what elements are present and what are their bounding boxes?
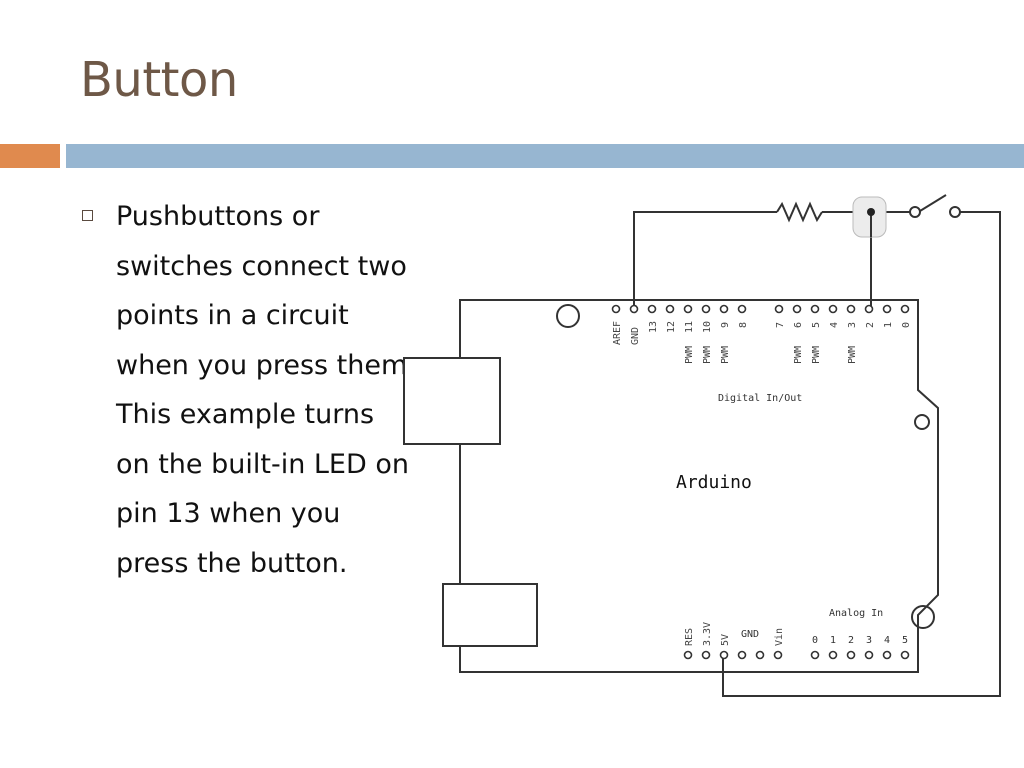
pin-hole — [719, 650, 729, 660]
power-pin-label: RES — [684, 628, 695, 646]
mounting-hole — [911, 605, 935, 629]
pin-label: AREF — [612, 321, 623, 345]
wire-gnd-to-resistor — [633, 211, 777, 308]
pin-label: 2 — [865, 322, 876, 328]
junction-highlight — [852, 196, 887, 238]
pin-label: 12 — [666, 321, 677, 333]
junction-dot — [867, 208, 875, 216]
pin-hole — [882, 650, 892, 660]
pin-hole — [701, 304, 711, 314]
pin-hole — [828, 304, 838, 314]
pin-hole — [882, 304, 892, 314]
pin-hole — [719, 304, 729, 314]
power-gnd-label: GND — [741, 629, 759, 640]
pwm-label: PWM — [684, 346, 695, 364]
resistor — [776, 201, 823, 223]
accent-bar-orange — [0, 144, 60, 168]
pin-label: GND — [630, 327, 641, 345]
arduino-button-circuit-diagram: AREF GND 13 12 11 10 9 8 7 6 5 4 3 2 1 0… — [403, 194, 1001, 697]
analog-pin-label: 4 — [884, 635, 890, 646]
pwm-label: PWM — [847, 346, 858, 364]
pin-hole — [900, 650, 910, 660]
switch-lever — [919, 194, 947, 212]
board-label: Arduino — [676, 472, 752, 493]
pwm-label: PWM — [811, 346, 822, 364]
pin-hole — [864, 304, 874, 314]
pwm-label: PWM — [720, 346, 731, 364]
power-pin-label: Vin — [774, 628, 785, 646]
pin-hole — [900, 304, 910, 314]
pin-hole — [846, 650, 856, 660]
pin-hole — [737, 304, 747, 314]
analog-header-label: Analog In — [829, 608, 883, 619]
wire-switch-to-5v — [722, 211, 1001, 697]
analog-pin-label: 0 — [812, 635, 818, 646]
pin-hole — [846, 304, 856, 314]
pin-label: 11 — [684, 321, 695, 333]
pwm-label: PWM — [702, 346, 713, 364]
pin-hole — [810, 304, 820, 314]
pin-hole — [755, 650, 765, 660]
pin-hole — [647, 304, 657, 314]
digital-header-label: Digital In/Out — [718, 393, 802, 404]
pin-label: 8 — [738, 322, 749, 328]
pin-hole — [737, 650, 747, 660]
power-pin-label: 5V — [720, 634, 731, 646]
pin-label: 7 — [775, 322, 786, 328]
analog-pin-label: 2 — [848, 635, 854, 646]
board-outline — [459, 299, 939, 673]
pin-hole — [665, 304, 675, 314]
power-jack — [442, 583, 538, 647]
pwm-label: PWM — [793, 346, 804, 364]
analog-pin-label: 3 — [866, 635, 872, 646]
pin-hole — [792, 304, 802, 314]
usb-connector — [403, 357, 501, 445]
pin-hole — [683, 650, 693, 660]
pin-label: 0 — [901, 322, 912, 328]
pin-label: 6 — [793, 322, 804, 328]
bullet-text: Pushbuttons or switches connect two poin… — [116, 201, 416, 579]
mounting-hole — [556, 304, 580, 328]
bullet-square-icon — [82, 210, 93, 221]
pin-label: 3 — [847, 322, 858, 328]
pin-label: 10 — [702, 321, 713, 333]
pin-hole — [629, 304, 639, 314]
pin-hole — [864, 650, 874, 660]
analog-pin-label: 5 — [902, 635, 908, 646]
analog-pin-label: 1 — [830, 635, 836, 646]
accent-bar-blue — [66, 144, 1024, 168]
pin-label: 5 — [811, 322, 822, 328]
pin-label: 1 — [883, 322, 894, 328]
mounting-hole — [914, 414, 930, 430]
pin-hole — [701, 650, 711, 660]
switch-contact — [949, 206, 961, 218]
pin-label: 13 — [648, 321, 659, 333]
switch-contact — [909, 206, 921, 218]
slide-title: Button — [80, 52, 238, 108]
pin-hole — [828, 650, 838, 660]
power-pin-label: 3.3V — [702, 622, 713, 646]
pin-label: 4 — [829, 322, 840, 328]
pin-hole — [773, 650, 783, 660]
pin-hole — [611, 304, 621, 314]
pin-hole — [774, 304, 784, 314]
pin-hole — [683, 304, 693, 314]
pin-label: 9 — [720, 322, 731, 328]
pin-hole — [810, 650, 820, 660]
